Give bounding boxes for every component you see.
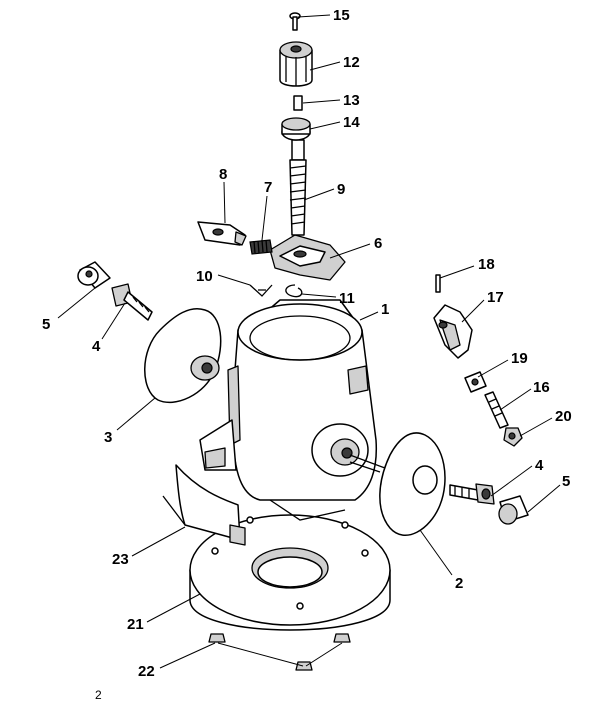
- left-handle-cap-part-5: [77, 261, 111, 289]
- callout-6: 6: [374, 235, 382, 252]
- callout-5-left: 5: [42, 316, 50, 333]
- pin-part-18: [435, 274, 441, 293]
- callout-3: 3: [104, 429, 112, 446]
- callout-14: 14: [343, 114, 360, 131]
- callout-5-right: 5: [562, 473, 570, 490]
- callout-12: 12: [343, 54, 360, 71]
- right-handle-cap-part-5: [498, 495, 529, 525]
- depth-plate-part-6: [269, 234, 346, 281]
- base-screws-part-22: [208, 633, 351, 671]
- callout-8: 8: [219, 166, 227, 183]
- bolt-part-16: [484, 391, 509, 429]
- callout-21: 21: [127, 616, 144, 633]
- square-nut-part-19: [464, 371, 487, 393]
- nut-part-20: [503, 427, 523, 447]
- latch-part-8: [197, 221, 247, 246]
- left-handle-screw-part-4: [111, 283, 153, 321]
- right-handle-screw-part-4: [449, 483, 495, 505]
- callout-16: 16: [533, 379, 550, 396]
- callout-20: 20: [555, 408, 572, 425]
- callout-11: 11: [339, 290, 355, 307]
- pin-part-13: [293, 95, 303, 111]
- callout-7: 7: [264, 179, 272, 196]
- callout-4-left: 4: [92, 338, 101, 355]
- callout-17: 17: [487, 289, 504, 306]
- threaded-rod-part-9: [289, 139, 307, 236]
- left-handle-part-3: [144, 308, 222, 404]
- chip-shield-part-23: [162, 464, 246, 546]
- callout-23: 23: [112, 551, 129, 568]
- page-number: 2: [95, 688, 102, 702]
- right-handle-part-2: [349, 432, 446, 536]
- leader-lines: [57, 14, 561, 669]
- callout-10: 10: [196, 268, 213, 285]
- knob-screw-part-15: [289, 12, 301, 31]
- callout-13: 13: [343, 92, 360, 109]
- spring-part-7: [249, 239, 273, 255]
- callout-19: 19: [511, 350, 528, 367]
- lever-part-17: [433, 304, 473, 359]
- callout-18: 18: [478, 256, 495, 273]
- housing-part-1: [199, 299, 378, 521]
- callout-22: 22: [138, 663, 155, 680]
- knob-part-12: [279, 41, 313, 87]
- callout-9: 9: [337, 181, 345, 198]
- knob-base-part-14: [281, 117, 311, 141]
- callout-4-right: 4: [535, 457, 544, 474]
- callout-15: 15: [333, 7, 350, 24]
- clip-part-10: [249, 284, 273, 297]
- callout-2: 2: [455, 575, 463, 592]
- retaining-ring-part-11: [285, 284, 303, 298]
- callout-1: 1: [381, 301, 389, 318]
